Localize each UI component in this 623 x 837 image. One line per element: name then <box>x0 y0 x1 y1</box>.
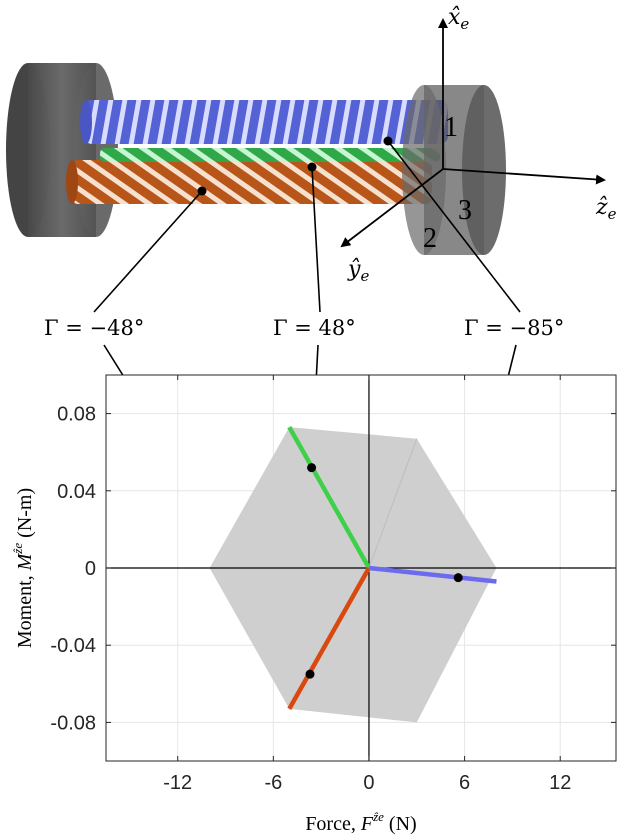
gamma-label-blue: Γ = −85° <box>464 316 564 340</box>
y-axis-title: Moment, Mẑe (N-m) <box>10 488 36 648</box>
x-axis-label: x̂e <box>448 5 469 33</box>
x-tick-label: 0 <box>363 772 374 794</box>
series-line-orange <box>287 566 371 710</box>
series-marker-green <box>307 463 317 473</box>
y-tick-label: 0.04 <box>57 481 96 503</box>
y-axis-label: ŷe <box>347 257 369 285</box>
rod-orange <box>66 160 432 204</box>
x-tick-label: 6 <box>459 772 470 794</box>
rod-assembly <box>6 63 506 255</box>
y-tick-label: 0.08 <box>57 404 96 426</box>
gamma-label-orange: Γ = −48° <box>44 316 144 340</box>
y-tick-label: -0.08 <box>50 712 96 734</box>
hexagon-inner-edge <box>368 438 418 569</box>
rod-blue <box>80 100 448 144</box>
body-frame-axes: x̂e ẑe ŷe <box>340 5 617 285</box>
series-line-blue <box>368 565 497 584</box>
x-axis-title: Force, Fẑe (N) <box>305 809 416 835</box>
right-end-cap <box>402 85 506 255</box>
wrench-space-chart: -12 -6 0 6 12 -0.08 -0.04 0 0.04 0.08 <box>50 374 617 794</box>
y-tick-label: -0.04 <box>50 635 96 657</box>
y-axis-arrow <box>340 168 444 248</box>
x-tick-label: 12 <box>549 772 571 794</box>
z-axis-arrow <box>442 168 606 185</box>
z-axis-label: ẑe <box>595 195 617 223</box>
x-tick-label: -12 <box>163 772 192 794</box>
x-tick-label: -6 <box>264 772 282 794</box>
y-tick-label: 0 <box>85 558 96 580</box>
series-line-green <box>287 426 371 570</box>
rod-green <box>100 148 440 162</box>
rod-number-2: 2 <box>423 223 437 254</box>
rod-marker-points <box>197 136 393 196</box>
series-marker-orange <box>305 669 315 679</box>
series-marker-blue <box>453 573 463 583</box>
rod-leader-lines <box>93 140 521 313</box>
rod-number-3: 3 <box>458 195 472 226</box>
rod-number-1: 1 <box>444 112 458 143</box>
gamma-label-green: Γ = 48° <box>273 316 356 340</box>
feasible-wrench-hexagon <box>209 427 497 723</box>
